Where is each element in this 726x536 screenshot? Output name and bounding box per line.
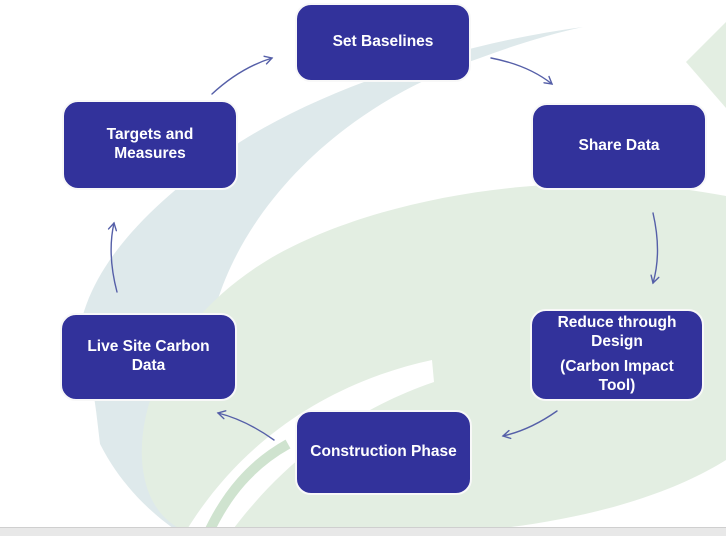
node-reduce-through-design: Reduce through Design (Carbon Impact Too… xyxy=(530,309,704,401)
arrow-baselines-to-share xyxy=(490,57,554,85)
bottom-window-edge xyxy=(0,527,726,536)
arrow-reduce-to-construction xyxy=(501,410,558,440)
node-construction-phase: Construction Phase xyxy=(295,410,472,495)
node-sublabel: (Carbon Impact Tool) xyxy=(560,358,674,394)
node-label: Targets and Measures xyxy=(106,126,194,162)
node-set-baselines: Set Baselines xyxy=(295,3,471,82)
arrow-live-to-targets xyxy=(107,221,118,293)
node-label: Share Data xyxy=(578,137,660,155)
node-share-data: Share Data xyxy=(531,103,707,190)
arrow-targets-to-baselines xyxy=(211,55,274,95)
arrow-construction-to-live xyxy=(216,410,275,441)
node-live-site-carbon-data: Live Site Carbon Data xyxy=(60,313,237,401)
arrow-share-to-reduce xyxy=(650,212,660,285)
node-targets-and-measures: Targets and Measures xyxy=(62,100,238,190)
leaf-stem xyxy=(202,439,291,536)
node-label: Construction Phase xyxy=(310,443,457,461)
leaf-tip-wedge xyxy=(686,22,726,108)
node-label: Set Baselines xyxy=(332,33,434,51)
node-label: Reduce through Design xyxy=(557,314,677,351)
node-label: Live Site Carbon Data xyxy=(87,338,210,374)
